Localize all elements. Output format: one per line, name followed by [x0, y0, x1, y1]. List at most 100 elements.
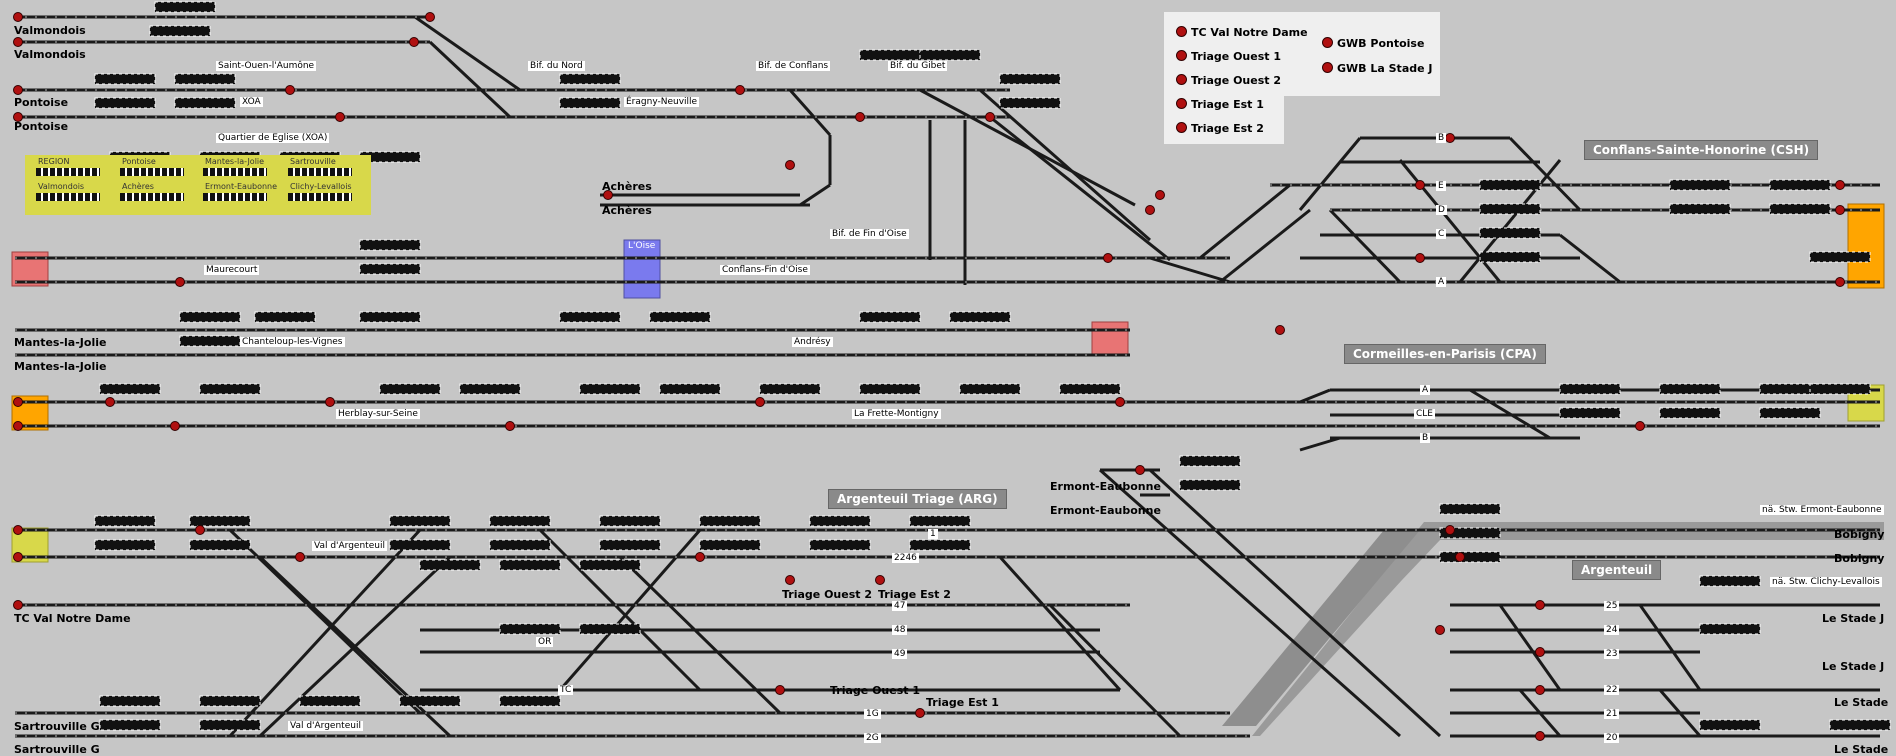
- block-indicator[interactable]: [1479, 251, 1541, 263]
- signal-icon[interactable]: [755, 397, 765, 407]
- block-indicator[interactable]: [1059, 383, 1121, 395]
- signal-icon[interactable]: [603, 190, 613, 200]
- block-indicator[interactable]: [199, 719, 261, 731]
- block-indicator[interactable]: [1179, 479, 1241, 491]
- block-indicator[interactable]: [1699, 575, 1761, 587]
- block-indicator[interactable]: [399, 695, 461, 707]
- region-block[interactable]: [288, 168, 352, 176]
- block-indicator[interactable]: [809, 515, 871, 527]
- block-indicator[interactable]: [174, 73, 236, 85]
- block-indicator[interactable]: [489, 539, 551, 551]
- block-indicator[interactable]: [1809, 251, 1871, 263]
- block-indicator[interactable]: [599, 515, 661, 527]
- signal-icon[interactable]: [1535, 685, 1545, 695]
- signal-icon[interactable]: [1103, 253, 1113, 263]
- signal-icon[interactable]: [735, 85, 745, 95]
- block-indicator[interactable]: [389, 515, 451, 527]
- block-indicator[interactable]: [189, 539, 251, 551]
- block-indicator[interactable]: [579, 623, 641, 635]
- signal-icon[interactable]: [1535, 647, 1545, 657]
- signal-icon[interactable]: [1275, 325, 1285, 335]
- region-block[interactable]: [36, 193, 100, 201]
- block-indicator[interactable]: [1559, 383, 1621, 395]
- signal-icon[interactable]: [1835, 277, 1845, 287]
- block-indicator[interactable]: [1439, 503, 1501, 515]
- signal-icon[interactable]: [1635, 421, 1645, 431]
- block-indicator[interactable]: [559, 73, 621, 85]
- signal-icon[interactable]: [285, 85, 295, 95]
- block-indicator[interactable]: [419, 559, 481, 571]
- block-indicator[interactable]: [174, 97, 236, 109]
- block-indicator[interactable]: [699, 515, 761, 527]
- block-indicator[interactable]: [1439, 551, 1501, 563]
- region-block[interactable]: [288, 193, 352, 201]
- block-indicator[interactable]: [94, 515, 156, 527]
- block-indicator[interactable]: [1769, 203, 1831, 215]
- signal-icon[interactable]: [409, 37, 419, 47]
- region-block[interactable]: [36, 168, 100, 176]
- signal-icon[interactable]: [335, 112, 345, 122]
- signal-icon[interactable]: [13, 112, 23, 122]
- block-indicator[interactable]: [1439, 527, 1501, 539]
- region-block[interactable]: [203, 193, 267, 201]
- signal-icon[interactable]: [170, 421, 180, 431]
- signal-icon[interactable]: [175, 277, 185, 287]
- block-indicator[interactable]: [559, 97, 621, 109]
- signal-icon[interactable]: [1835, 180, 1845, 190]
- block-indicator[interactable]: [759, 383, 821, 395]
- signal-icon[interactable]: [13, 525, 23, 535]
- signal-icon[interactable]: [785, 160, 795, 170]
- block-indicator[interactable]: [1479, 227, 1541, 239]
- block-indicator[interactable]: [499, 695, 561, 707]
- signal-icon[interactable]: [325, 397, 335, 407]
- block-indicator[interactable]: [379, 383, 441, 395]
- block-indicator[interactable]: [699, 539, 761, 551]
- block-indicator[interactable]: [809, 539, 871, 551]
- block-indicator[interactable]: [94, 539, 156, 551]
- block-indicator[interactable]: [359, 263, 421, 275]
- signal-icon[interactable]: [1445, 525, 1455, 535]
- block-indicator[interactable]: [1769, 179, 1831, 191]
- signal-icon[interactable]: [13, 421, 23, 431]
- signal-icon[interactable]: [785, 575, 795, 585]
- signal-icon[interactable]: [13, 12, 23, 22]
- block-indicator[interactable]: [559, 311, 621, 323]
- block-indicator[interactable]: [1699, 623, 1761, 635]
- block-indicator[interactable]: [1669, 179, 1731, 191]
- signal-icon[interactable]: [295, 552, 305, 562]
- block-indicator[interactable]: [909, 515, 971, 527]
- signal-icon[interactable]: [985, 112, 995, 122]
- block-indicator[interactable]: [1479, 179, 1541, 191]
- block-indicator[interactable]: [1809, 383, 1871, 395]
- block-indicator[interactable]: [599, 539, 661, 551]
- signal-icon[interactable]: [1115, 397, 1125, 407]
- signal-icon[interactable]: [1835, 205, 1845, 215]
- block-indicator[interactable]: [1699, 719, 1761, 731]
- signal-icon[interactable]: [13, 600, 23, 610]
- block-indicator[interactable]: [179, 311, 241, 323]
- block-indicator[interactable]: [179, 335, 241, 347]
- signal-icon[interactable]: [13, 37, 23, 47]
- block-indicator[interactable]: [999, 97, 1061, 109]
- block-indicator[interactable]: [459, 383, 521, 395]
- block-indicator[interactable]: [1659, 383, 1721, 395]
- legend-item[interactable]: Triage Ouest 2: [1176, 74, 1281, 87]
- legend-item[interactable]: Triage Est 1: [1176, 98, 1264, 111]
- signal-icon[interactable]: [13, 552, 23, 562]
- block-indicator[interactable]: [359, 311, 421, 323]
- signal-icon[interactable]: [425, 12, 435, 22]
- block-indicator[interactable]: [919, 49, 981, 61]
- block-indicator[interactable]: [859, 383, 921, 395]
- signal-icon[interactable]: [1415, 253, 1425, 263]
- signal-icon[interactable]: [1535, 731, 1545, 741]
- block-indicator[interactable]: [99, 719, 161, 731]
- signal-icon[interactable]: [195, 525, 205, 535]
- block-indicator[interactable]: [1829, 719, 1891, 731]
- block-indicator[interactable]: [359, 239, 421, 251]
- signal-icon[interactable]: [915, 708, 925, 718]
- signal-icon[interactable]: [1535, 600, 1545, 610]
- signal-icon[interactable]: [855, 112, 865, 122]
- signal-icon[interactable]: [1415, 180, 1425, 190]
- block-indicator[interactable]: [649, 311, 711, 323]
- legend-item[interactable]: Triage Ouest 1: [1176, 50, 1281, 63]
